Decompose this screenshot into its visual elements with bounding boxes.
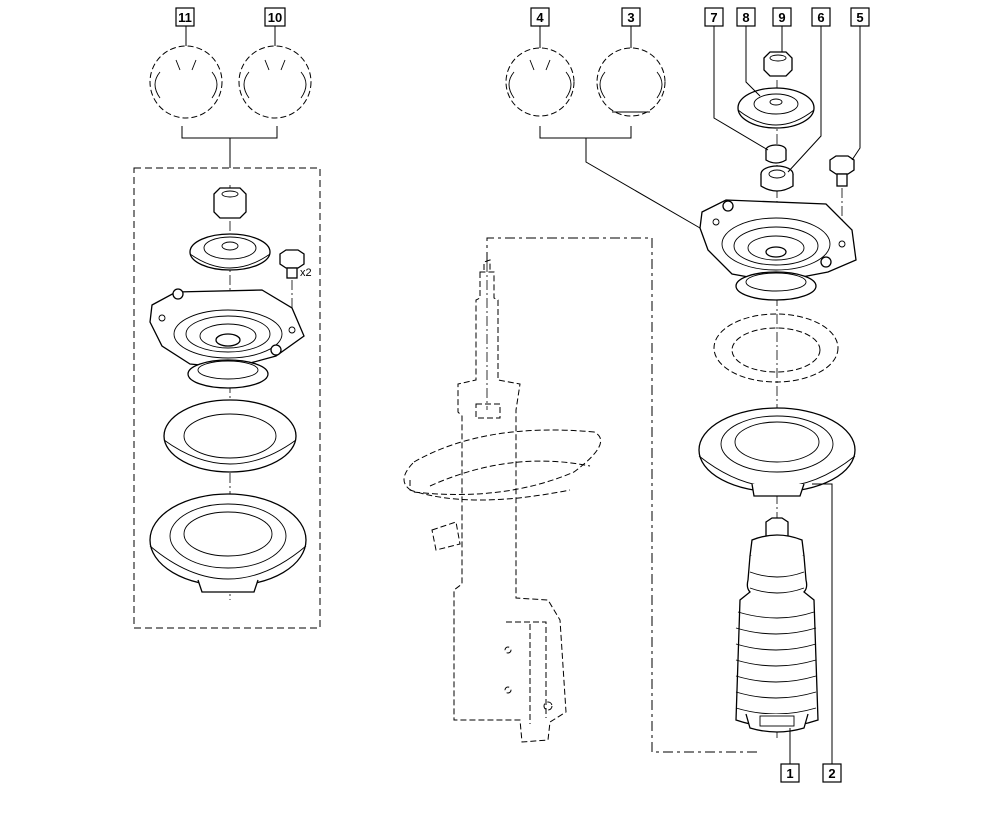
- assembly-link-line: [486, 237, 760, 753]
- ghost-part-11: [149, 45, 223, 119]
- bracket-10-11: [181, 126, 278, 168]
- bolt-5: [829, 155, 855, 187]
- bracket-3-4: [539, 126, 701, 229]
- ghost-ring: [713, 313, 839, 383]
- right-assembly-group: [505, 26, 857, 740]
- callout-label-1: 1: [786, 766, 793, 781]
- callout-10: 10: [264, 7, 286, 27]
- upper-strut-mount: [699, 199, 857, 283]
- ghost-part-10: [238, 45, 312, 119]
- mount-bearing: [735, 271, 817, 301]
- callout-label-7: 7: [710, 10, 717, 25]
- left-strut-mount: [149, 288, 305, 369]
- callout-8: 8: [736, 7, 756, 27]
- washer-8: [737, 87, 815, 129]
- quantity-note: x2: [300, 267, 312, 279]
- callout-9: 9: [772, 7, 792, 27]
- callout-7: 7: [704, 7, 724, 27]
- callout-5: 5: [850, 7, 870, 27]
- left-variant-group: x2: [133, 26, 321, 629]
- left-bolt: [279, 249, 305, 279]
- left-flat-ring: [163, 399, 297, 473]
- ghost-part-3: [596, 47, 666, 117]
- left-cup-washer: [189, 233, 271, 271]
- callout-label-11: 11: [178, 10, 192, 25]
- callout-2: 2: [822, 763, 842, 783]
- callout-label-2: 2: [828, 766, 835, 781]
- spring-seat-2: [698, 407, 856, 497]
- bushing-7: [765, 144, 787, 164]
- left-mount-bearing: [187, 359, 269, 389]
- callout-label-6: 6: [817, 10, 824, 25]
- callout-3: 3: [621, 7, 641, 27]
- ghost-part-4: [505, 47, 575, 117]
- callout-6: 6: [811, 7, 831, 27]
- callout-label-3: 3: [627, 10, 634, 25]
- callout-label-5: 5: [856, 10, 863, 25]
- callout-4: 4: [530, 7, 550, 27]
- callout-label-10: 10: [268, 10, 282, 25]
- cap-6: [760, 165, 794, 192]
- left-variant-frame: [133, 167, 321, 629]
- ghost-strut: [403, 259, 602, 743]
- left-spring-seat: [149, 493, 307, 593]
- dust-boot-1: [735, 517, 819, 733]
- left-nut: [213, 187, 247, 219]
- callout-label-9: 9: [778, 10, 785, 25]
- leader-lines: [713, 26, 861, 764]
- callout-label-4: 4: [536, 10, 544, 25]
- callout-1: 1: [780, 763, 800, 783]
- nut-9: [763, 51, 793, 77]
- callout-11: 11: [175, 7, 195, 27]
- callout-label-8: 8: [742, 10, 749, 25]
